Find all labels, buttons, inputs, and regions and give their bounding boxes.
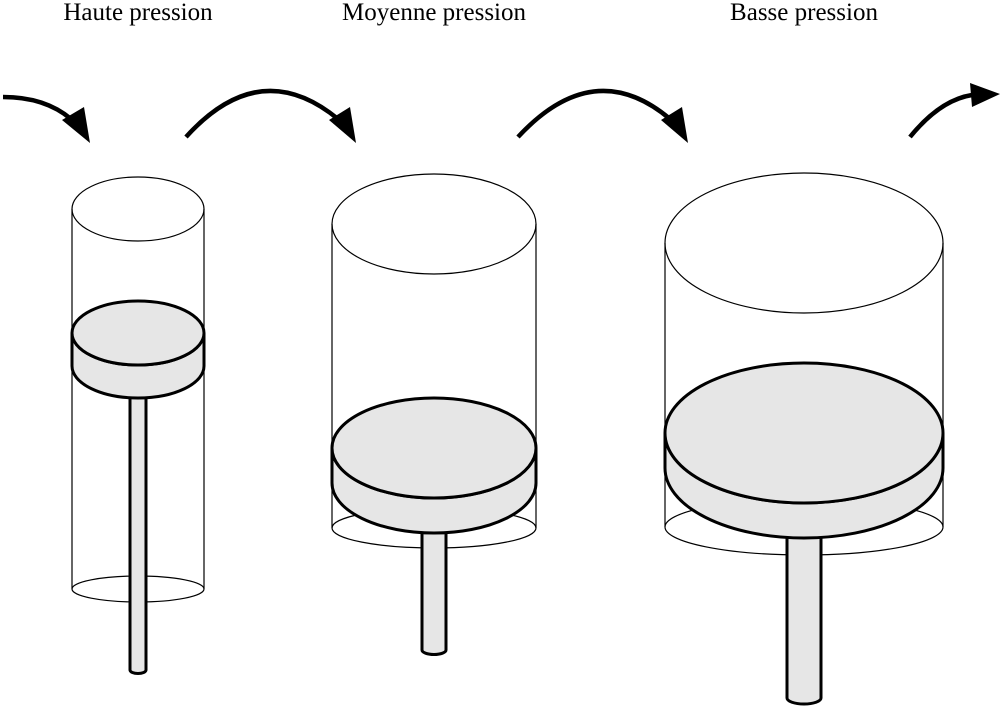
stage-label-low: Basse pression: [730, 0, 878, 26]
piston-head: [330, 396, 538, 535]
cylinder-medium-pressure: [330, 173, 538, 656]
cylinder-top-rim: [331, 173, 537, 275]
piston-head: [70, 299, 206, 400]
cylinder-high-pressure: [70, 176, 206, 675]
piston-rod: [420, 523, 448, 656]
stage-label-medium: Moyenne pression: [342, 0, 526, 26]
flow-arrow-medium-to-low: [516, 88, 688, 143]
cylinder-low-pressure: [663, 172, 945, 706]
flow-arrow-high-to-medium: [184, 88, 356, 143]
cylinder-top-rim: [71, 176, 205, 242]
stage-label-high: Haute pression: [63, 0, 213, 26]
piston-rod: [785, 533, 823, 706]
flow-arrow-inlet: [2, 94, 90, 143]
cylinder-top-rim: [664, 172, 944, 314]
piston-rod: [128, 393, 148, 675]
piston-head: [663, 361, 945, 540]
flow-arrow-outlet: [908, 83, 1000, 139]
